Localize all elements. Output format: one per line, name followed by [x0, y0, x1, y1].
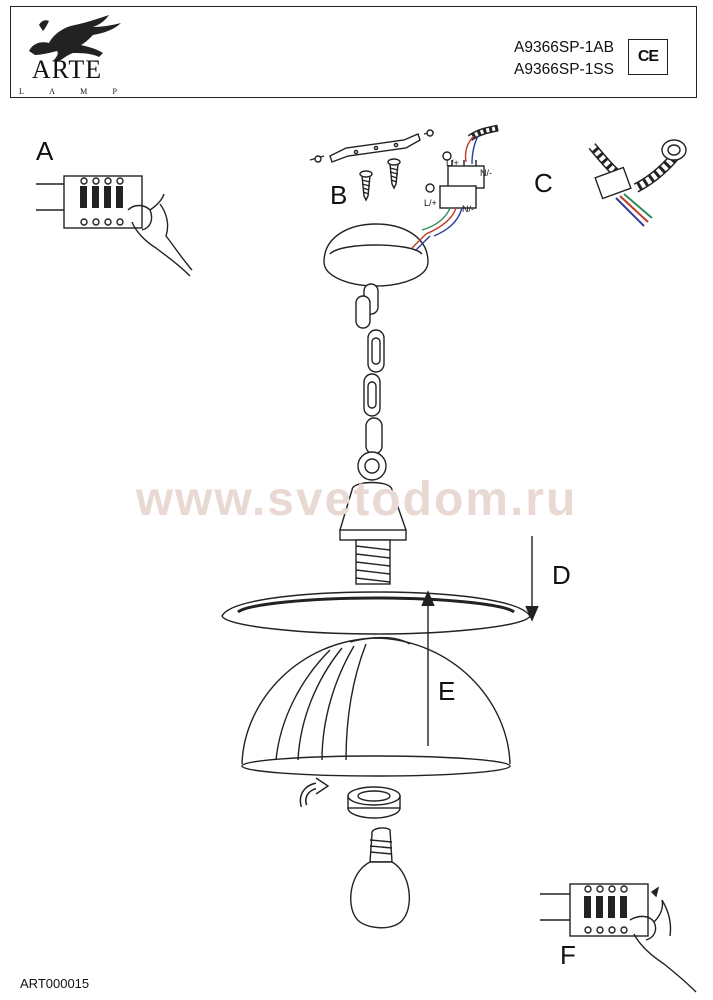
- arrow-down-icon: [525, 536, 539, 622]
- header-box: ARTE L A M P A9366SP-1AB A9366SP-1SS CE: [10, 6, 697, 98]
- brand-sub-letter: M: [80, 87, 90, 96]
- label-a: A: [36, 136, 54, 166]
- arrow-up-icon: [421, 590, 435, 746]
- model-numbers: A9366SP-1AB A9366SP-1SS: [514, 37, 614, 81]
- label-d: D: [552, 560, 571, 590]
- hand-f-icon: [629, 886, 697, 993]
- terminal-block-a-icon: [36, 175, 143, 229]
- terminal-block-f-icon: [540, 883, 649, 937]
- model-number: A9366SP-1SS: [514, 61, 614, 78]
- wire-label-neutral: N/-: [480, 168, 492, 178]
- article-code: ART000015: [20, 976, 90, 991]
- label-e: E: [438, 676, 456, 706]
- lamp-shade-icon: [241, 636, 511, 777]
- chain-icon: [355, 283, 385, 455]
- label-f: F: [560, 940, 576, 970]
- label-c: C: [534, 168, 553, 198]
- gallery-ring-icon: [221, 591, 531, 635]
- wire-label-live: L/+: [446, 158, 459, 168]
- screw-icon: [387, 158, 401, 190]
- brand-subtitle: L A M P: [19, 87, 119, 96]
- brand-sub-letter: A: [49, 87, 57, 96]
- model-number: A9366SP-1AB: [514, 39, 614, 56]
- brand-sub-letter: L: [19, 87, 26, 96]
- ceiling-canopy-icon: [323, 223, 431, 287]
- screw-icon: [359, 170, 373, 202]
- lamp-fitting-icon: [339, 451, 407, 585]
- brand-sub-letter: P: [112, 87, 119, 96]
- hand-a-icon: [127, 193, 193, 277]
- lion-logo-icon: [29, 15, 121, 61]
- wire-label-neutral: N/-: [462, 204, 474, 214]
- label-b: B: [330, 180, 348, 210]
- rotate-arrow-icon: [299, 777, 330, 808]
- wire-connector-b-icon: [421, 124, 499, 237]
- wire-label-live: L/+: [424, 198, 437, 208]
- mounting-bracket-icon: [309, 129, 435, 163]
- brand-name: ARTE: [31, 55, 103, 84]
- watermark: www.svetodom.ru: [135, 473, 578, 526]
- ce-mark: CE: [628, 39, 668, 75]
- light-bulb-icon: [350, 827, 411, 929]
- ring-nut-icon: [347, 786, 401, 819]
- wire-connector-c-icon: [588, 139, 687, 227]
